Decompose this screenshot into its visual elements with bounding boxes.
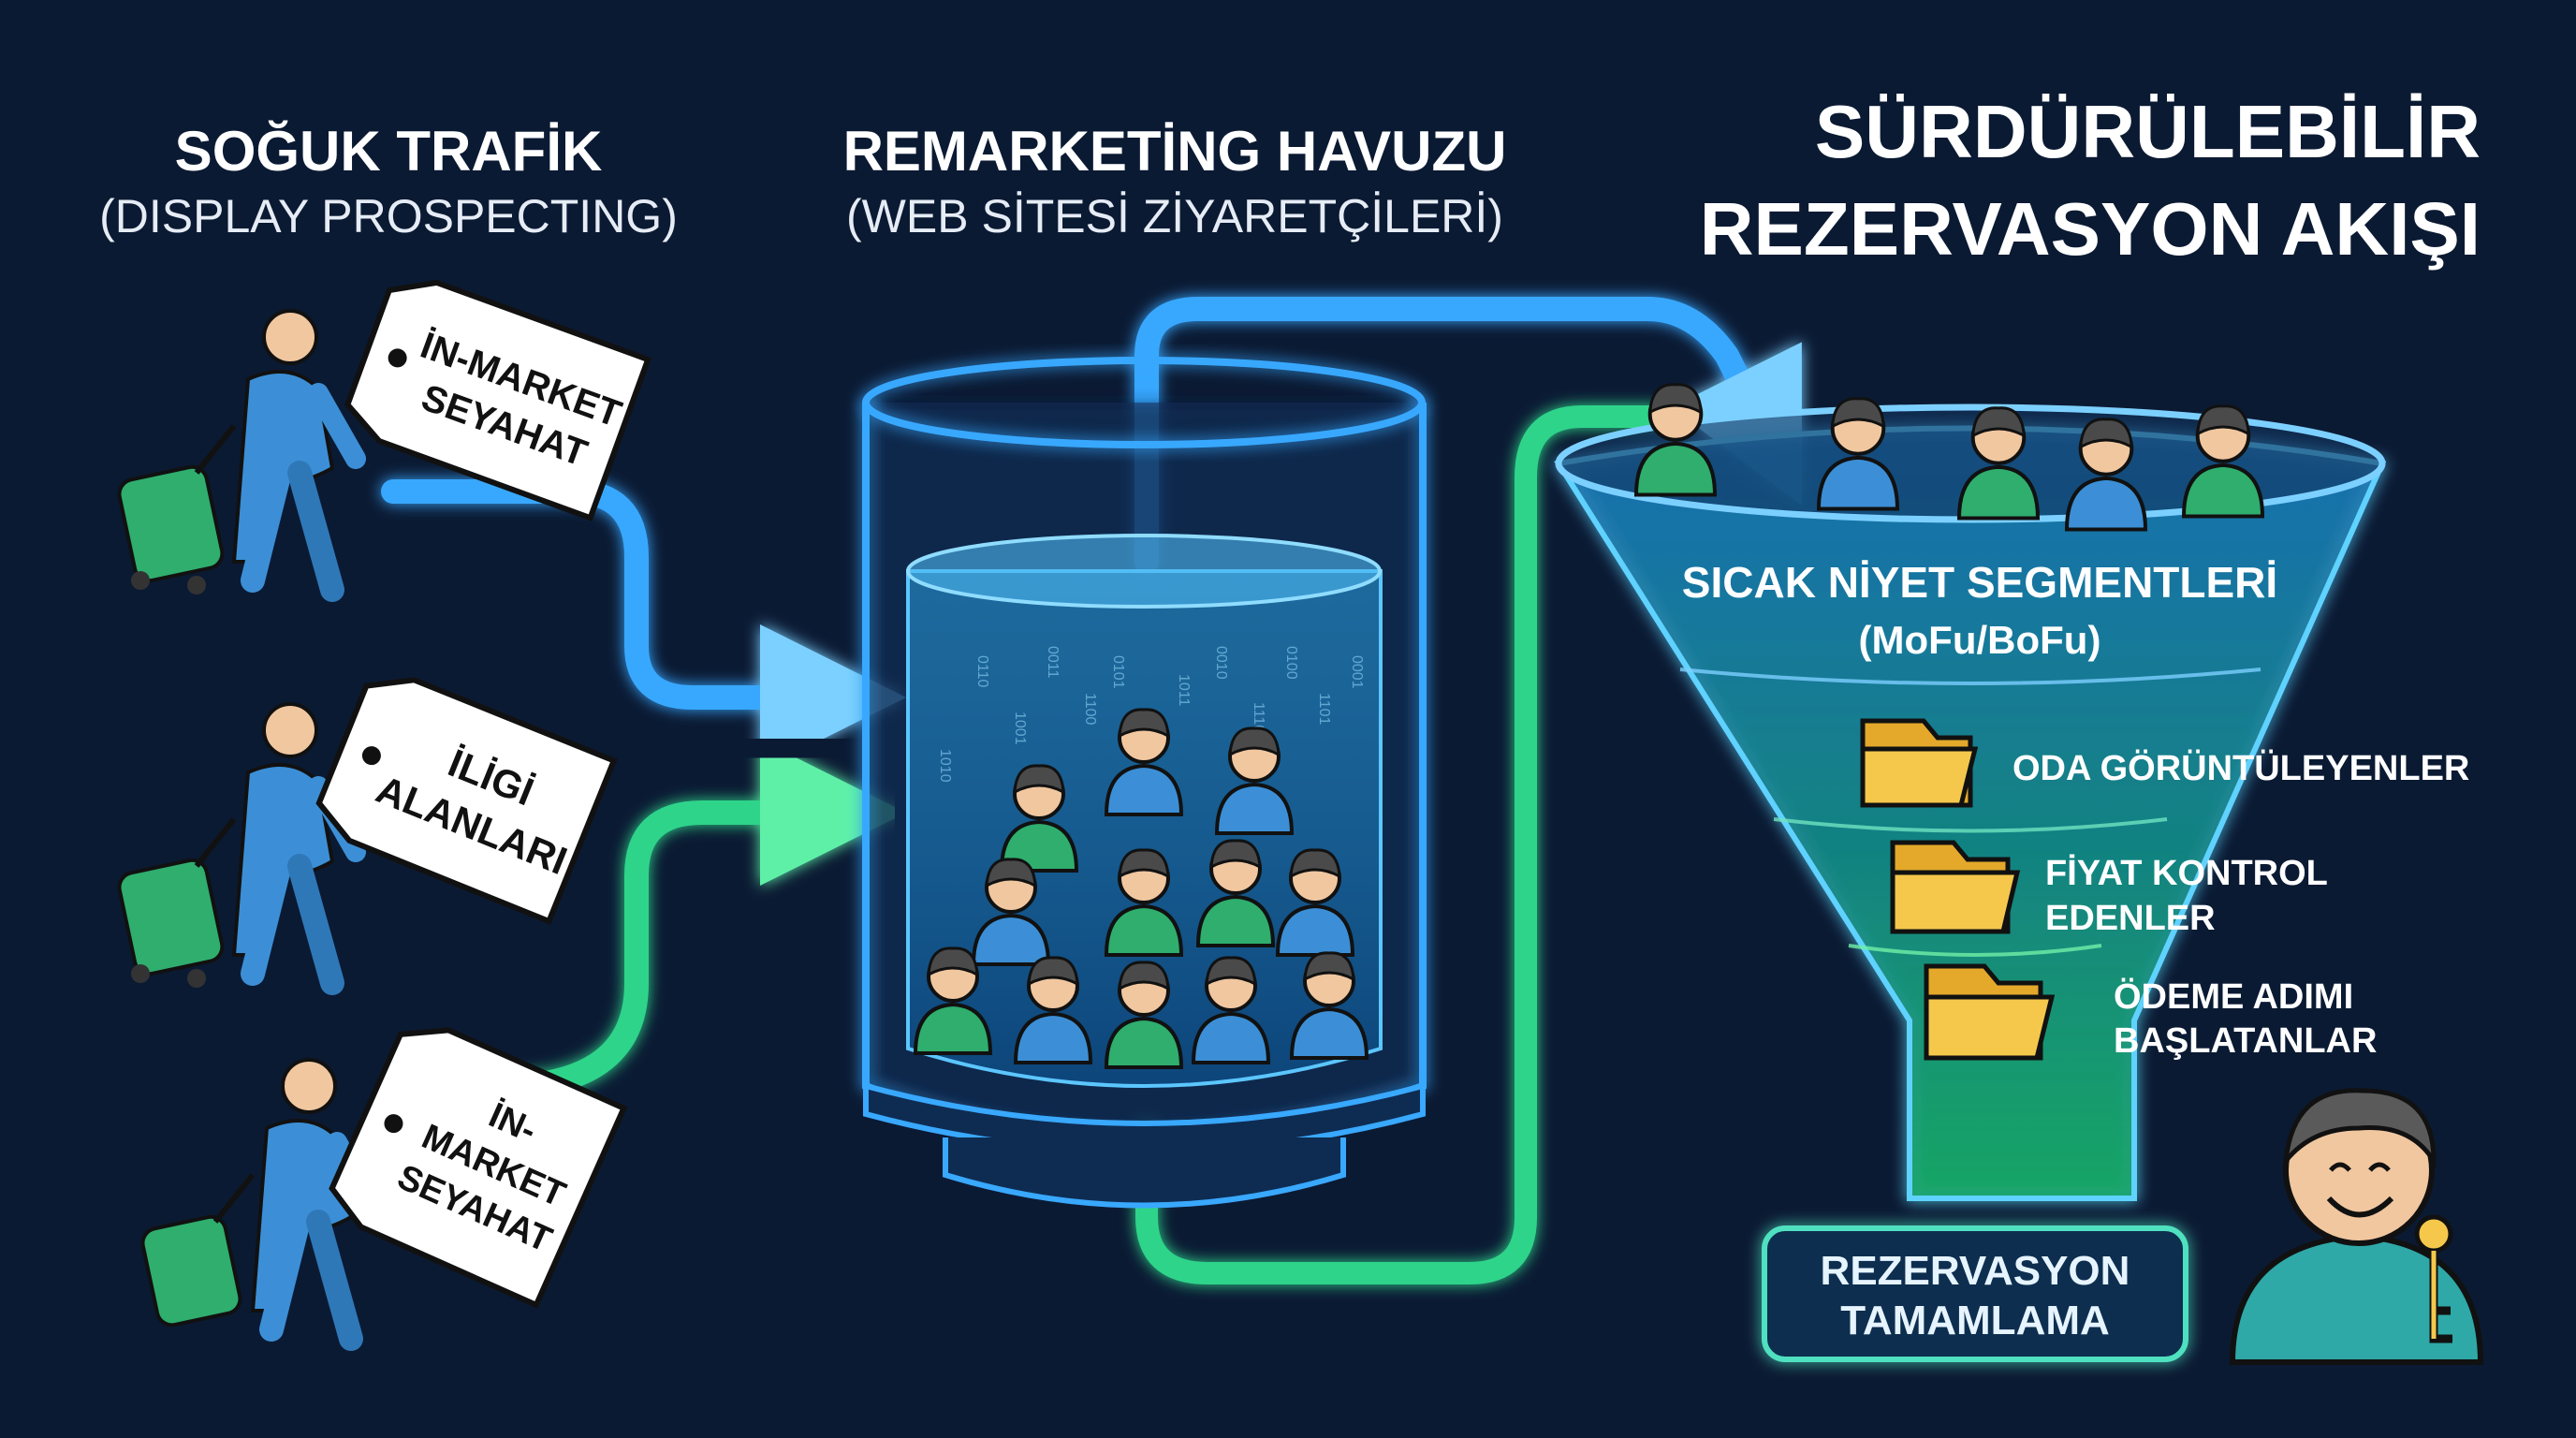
flow-title-line2: REZERVASYON AKIŞI <box>1700 187 2481 271</box>
funnel-title: SICAK NİYET SEGMENTLERİ <box>1682 558 2277 607</box>
binary-col-5: 1100 <box>1082 693 1098 726</box>
cylinder-foot <box>943 1137 1346 1209</box>
segment-1-label: ODA GÖRÜNTÜLEYENLER <box>2012 748 2469 788</box>
pool-title: REMARKETİNG HAVUZU <box>843 120 1507 183</box>
key-icon <box>2414 1214 2453 1343</box>
person-avatar-icon <box>1214 726 1295 835</box>
walking-traveler-icon <box>231 309 366 602</box>
funnel-icon: SICAK NİYET SEGMENTLERİ (MoFu/BoFu) ODA … <box>1554 383 2469 1201</box>
binary-stream: 1010 0110 1001 0011 1100 0101 1011 0010 … <box>937 646 1365 783</box>
pipe-top-blue <box>381 479 906 770</box>
person-avatar-icon <box>1633 383 1718 497</box>
folder-icon <box>1924 963 2056 1061</box>
price-tag-icon: İN- MARKET SEYAHAT <box>329 1027 628 1309</box>
suitcase-icon <box>140 1173 256 1328</box>
pool-subtitle: (WEB SİTESİ ZİYARETÇİLERİ) <box>846 190 1503 242</box>
segment-2-line1: FİYAT KONTROL <box>2045 854 2328 893</box>
traveler-3: İN- MARKET SEYAHAT <box>140 1027 628 1351</box>
conversion-line2: TAMAMLAMA <box>1840 1298 2110 1343</box>
happy-guest <box>2229 1088 2484 1365</box>
person-avatar-icon <box>971 858 1051 966</box>
person-avatar-icon <box>1191 956 1271 1064</box>
funnel-top-crowd <box>1633 383 2265 532</box>
segment-3-line2: BAŞLATANLAR <box>2114 1021 2377 1061</box>
pool-crowd <box>913 708 1369 1069</box>
suitcase-icon <box>117 424 237 594</box>
flow-heading: SÜRDÜRÜLEBİLİR REZERVASYON AKIŞI <box>1700 90 2481 271</box>
person-avatar-icon <box>1104 708 1184 816</box>
funnel-body <box>1554 425 2387 1201</box>
cold-traffic-subtitle: (DISPLAY PROSPECTING) <box>99 190 678 242</box>
binary-col-7: 1011 <box>1176 674 1192 707</box>
funnel-band-1 <box>1679 668 2261 685</box>
traveler-2: İLİGİ ALANLARI <box>117 677 618 995</box>
binary-col-3: 1001 <box>1012 712 1028 745</box>
funnel-segment-3: ÖDEME ADIMI BAŞLATANLAR <box>1924 963 2377 1061</box>
person-avatar-icon <box>2229 1088 2484 1365</box>
person-avatar-icon <box>1104 961 1184 1069</box>
traveler-group: İN-MARKET SEYAHAT İLİGİ <box>117 279 652 1351</box>
person-avatar-icon <box>1816 397 1900 511</box>
binary-col-2: 0110 <box>974 655 990 688</box>
person-avatar-icon <box>913 946 993 1055</box>
price-tag-icon: İLİGİ ALANLARI <box>315 677 618 925</box>
funnel-band-3 <box>1848 944 2102 957</box>
pool-heading: REMARKETİNG HAVUZU (WEB SİTESİ ZİYARETÇİ… <box>843 120 1507 242</box>
funnel-band-2 <box>1773 817 2168 833</box>
pipe-pool-to-funnel-top <box>1134 297 1802 574</box>
flow-title-line1: SÜRDÜRÜLEBİLİR <box>1815 90 2481 173</box>
cylinder-pool-icon: 1010 0110 1001 0011 1100 0101 1011 0010 … <box>862 357 1427 1209</box>
conversion-line1: REZERVASYON <box>1821 1248 2130 1294</box>
person-avatar-icon <box>2064 418 2148 532</box>
person-avatar-icon <box>1013 956 1093 1064</box>
suitcase-icon <box>117 817 237 988</box>
person-avatar-icon <box>1289 951 1369 1060</box>
traveler-1: İN-MARKET SEYAHAT <box>117 279 652 602</box>
person-avatar-icon <box>1195 839 1276 947</box>
conversion-box: REZERVASYON TAMAMLAMA <box>1762 1225 2188 1362</box>
funnel-subtitle: (MoFu/BoFu) <box>1859 618 2101 662</box>
water-surface <box>906 534 1382 609</box>
binary-col-4: 0011 <box>1045 646 1061 679</box>
cold-traffic-heading: SOĞUK TRAFİK (DISPLAY PROSPECTING) <box>99 120 678 242</box>
pipe-bottom-green <box>512 740 906 1098</box>
binary-col-10: 0100 <box>1283 646 1299 680</box>
segment-2-line2: EDENLER <box>2045 899 2216 938</box>
walking-traveler-icon <box>231 702 366 995</box>
cold-traffic-title: SOĞUK TRAFİK <box>175 120 603 183</box>
funnel-segment-1: ODA GÖRÜNTÜLEYENLER <box>1860 718 2469 808</box>
segment-3-line1: ÖDEME ADIMI <box>2114 976 2353 1017</box>
person-avatar-icon <box>1104 848 1184 957</box>
folder-icon <box>1890 840 2021 934</box>
person-avatar-icon <box>1275 848 1355 957</box>
folder-icon <box>1860 718 1979 808</box>
person-avatar-icon <box>999 764 1079 873</box>
binary-col-11: 1101 <box>1316 693 1332 726</box>
funnel-segment-2: FİYAT KONTROL EDENLER <box>1890 840 2328 938</box>
binary-col-8: 0010 <box>1213 646 1229 680</box>
binary-col-12: 0001 <box>1349 655 1365 689</box>
binary-col-6: 0101 <box>1110 655 1126 689</box>
pipe-pool-bottom-loop <box>1135 405 1668 1284</box>
cylinder-rim <box>862 357 1426 448</box>
person-avatar-icon <box>1956 406 2041 521</box>
binary-col-1: 1010 <box>937 749 953 783</box>
price-tag-icon: İN-MARKET SEYAHAT <box>344 279 652 521</box>
person-avatar-icon <box>2181 404 2265 519</box>
binary-col-9: 1110 <box>1251 702 1266 733</box>
